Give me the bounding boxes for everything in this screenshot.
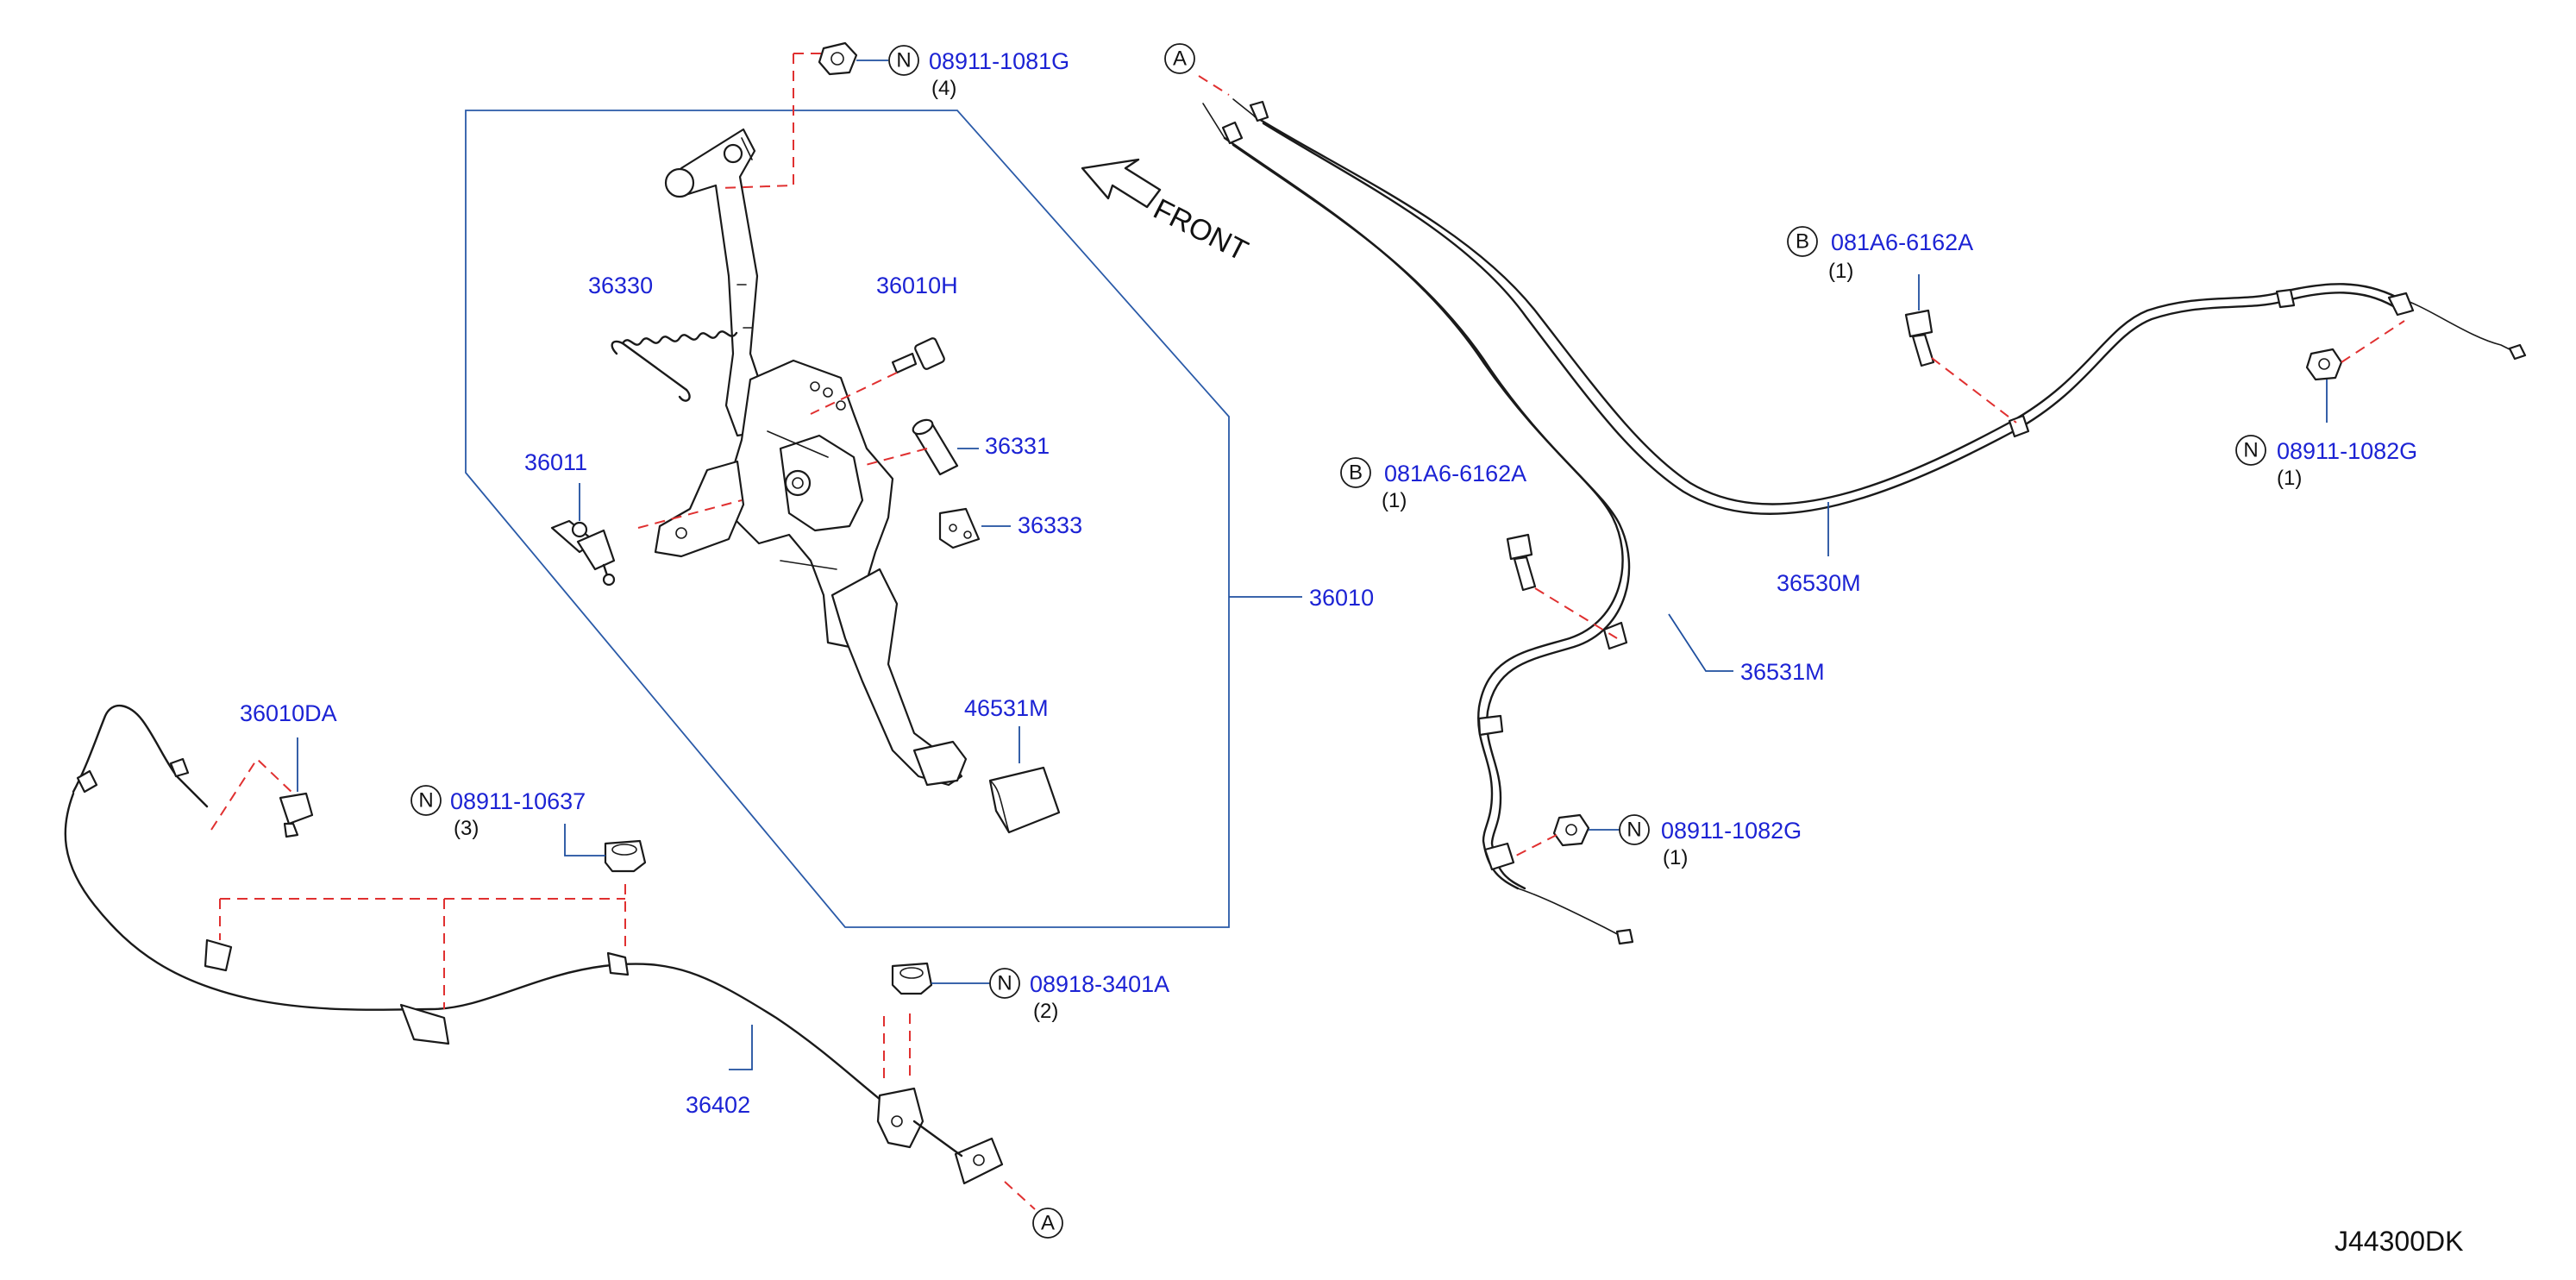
connector-a-top-letter: A bbox=[1173, 47, 1187, 71]
front-cable-nut-part-number: 08911-10637 bbox=[450, 788, 586, 814]
diagram-code: J44300DK bbox=[2335, 1226, 2463, 1257]
front-cable-part-number: 36402 bbox=[686, 1092, 750, 1118]
connector-a-bottom-letter: A bbox=[1041, 1212, 1055, 1235]
lock-nut-part-number: 08918-3401A bbox=[1030, 971, 1169, 997]
front-cable-nut-callout: N 08911-10637 (3) bbox=[411, 785, 586, 840]
right-bolt-prefix: B bbox=[1796, 230, 1809, 254]
top-nut bbox=[818, 41, 858, 76]
rear-cable-dash-lines bbox=[1198, 75, 2405, 859]
center-nut-prefix: N bbox=[1626, 819, 1641, 842]
center-nut-part-number: 08911-1082G bbox=[1661, 818, 1802, 844]
pedal-bracket bbox=[654, 359, 894, 649]
front-arrow-icon bbox=[1081, 158, 1162, 209]
bracket-part-number: 36333 bbox=[1018, 512, 1082, 538]
pedal-assembly-part-number: 36010 bbox=[1309, 585, 1374, 611]
rear-cable-ends bbox=[1202, 98, 1256, 139]
center-nut bbox=[1552, 813, 1590, 847]
connector-a-top: A bbox=[1164, 43, 1195, 74]
right-bolt-callout: B 081A6-6162A (1) bbox=[1787, 226, 1973, 283]
right-nut bbox=[2305, 348, 2343, 381]
center-bolt bbox=[1506, 533, 1537, 592]
pedal-arm bbox=[664, 128, 769, 437]
right-nut-prefix: N bbox=[2243, 439, 2258, 462]
lock-nut-qty: (2) bbox=[1033, 1000, 1058, 1023]
cable-clip bbox=[279, 792, 314, 838]
top-nut-part-number: 08911-1081G bbox=[929, 48, 1069, 74]
right-nut-part-number: 08911-1082G bbox=[2277, 438, 2417, 464]
bushing bbox=[912, 418, 959, 476]
top-nut-qty: (4) bbox=[931, 77, 956, 100]
small-bracket bbox=[938, 507, 981, 549]
center-nut-callout: N 08911-1082G (1) bbox=[1619, 814, 1802, 869]
lock-nut bbox=[891, 962, 933, 995]
center-nut-qty: (1) bbox=[1663, 846, 1688, 869]
clip-part-number: 36010DA bbox=[240, 700, 337, 726]
center-bolt-part-number: 081A6-6162A bbox=[1384, 461, 1526, 486]
right-nut-callout: N 08911-1082G (1) bbox=[2235, 435, 2417, 490]
rear-cable-lh-leader bbox=[1668, 613, 1733, 672]
stopper-pin bbox=[550, 519, 616, 587]
front-cable-nut-prefix: N bbox=[418, 789, 433, 813]
right-bolt-qty: (1) bbox=[1828, 260, 1853, 283]
rear-cable-lh bbox=[1223, 136, 1634, 945]
rear-cable-lh-part-number: 36531M bbox=[1740, 659, 1825, 685]
right-bolt bbox=[1904, 309, 1935, 367]
right-nut-qty: (1) bbox=[2277, 467, 2302, 490]
front-label: FRONT bbox=[1148, 192, 1253, 267]
right-bolt-part-number: 081A6-6162A bbox=[1831, 229, 1973, 255]
pedal-assembly-outline bbox=[465, 110, 1230, 928]
center-bolt-prefix: B bbox=[1349, 461, 1363, 485]
front-cable-dash-lines bbox=[210, 757, 1036, 1210]
rear-cable-rh bbox=[1253, 115, 2527, 516]
rear-cable-rh-part-number: 36530M bbox=[1777, 570, 1861, 596]
center-bolt-qty: (1) bbox=[1382, 489, 1407, 512]
front-cable-nut-qty: (3) bbox=[454, 817, 479, 840]
front-cable bbox=[64, 704, 1004, 1185]
pin-part-number: 36011 bbox=[524, 449, 587, 475]
top-nut-callout: N 08911-1081G (4) bbox=[888, 45, 1069, 100]
front-cable-nut-leader bbox=[564, 824, 605, 856]
front-cable-leader bbox=[729, 1025, 753, 1070]
front-cable-nut bbox=[604, 839, 647, 873]
lock-nut-callout: N 08918-3401A (2) bbox=[989, 968, 1169, 1023]
return-spring bbox=[611, 330, 738, 402]
bushing-part-number: 36331 bbox=[985, 433, 1050, 459]
pedal-lever bbox=[830, 568, 968, 787]
pedal-bolt bbox=[891, 337, 945, 374]
spring-part-number: 36330 bbox=[588, 273, 653, 298]
pedal-bolt-part-number: 36010H bbox=[876, 273, 958, 298]
pedal-pad bbox=[988, 766, 1061, 834]
top-nut-prefix: N bbox=[896, 49, 911, 72]
center-bolt-callout: B 081A6-6162A (1) bbox=[1340, 457, 1526, 512]
pedal-pad-part-number: 46531M bbox=[964, 695, 1049, 721]
pedal-dash-lines bbox=[637, 53, 928, 529]
lock-nut-prefix: N bbox=[997, 972, 1012, 995]
connector-a-bottom: A bbox=[1032, 1208, 1063, 1239]
